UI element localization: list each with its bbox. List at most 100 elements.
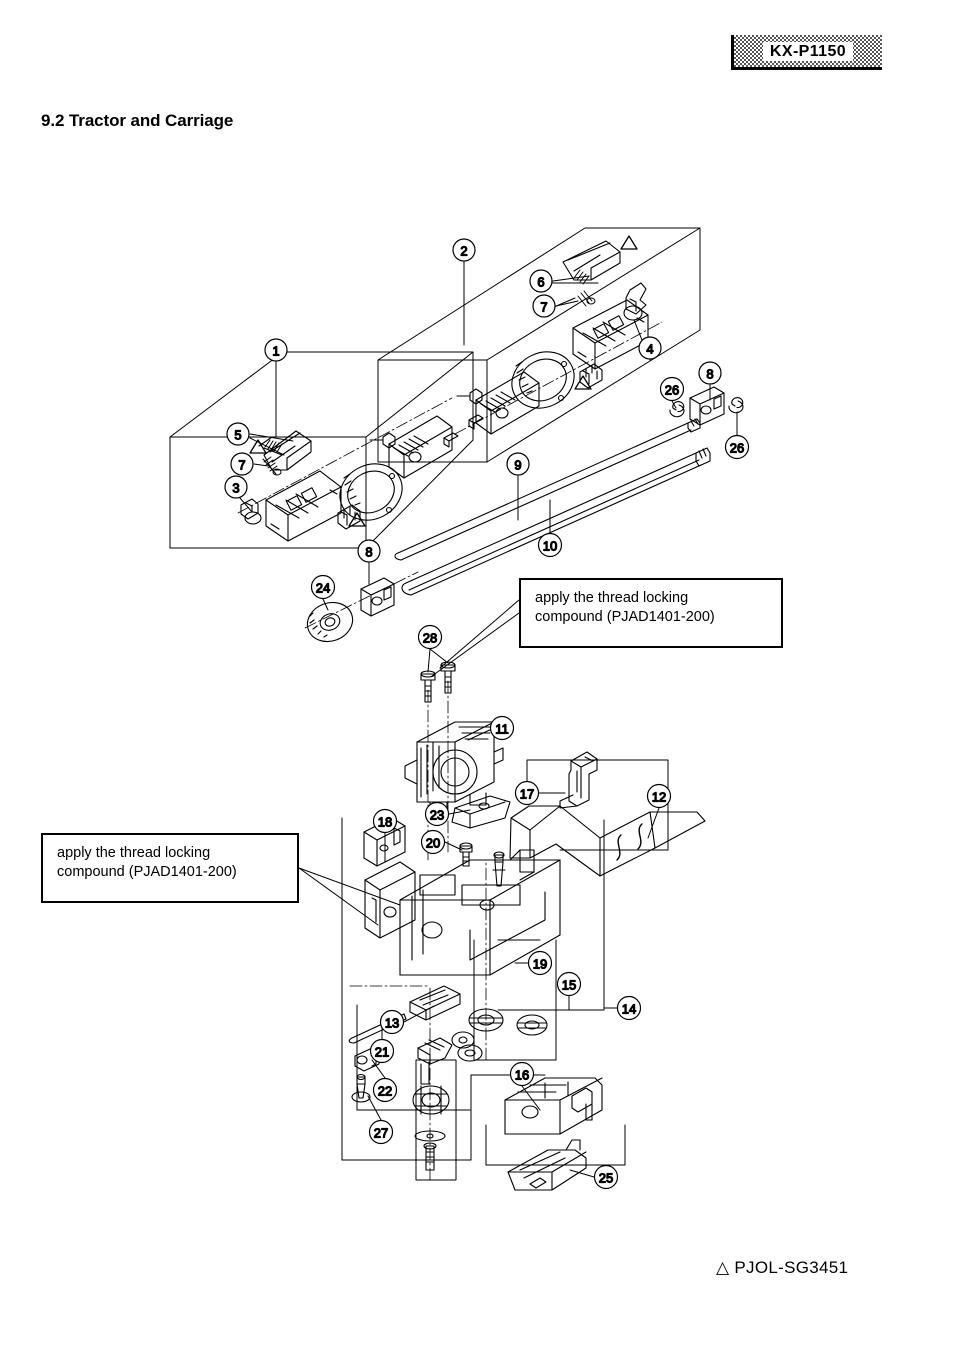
callout-8: 8 [357,539,381,563]
carriage-part-25 [507,1139,587,1191]
sensor-board-13 [409,985,461,1021]
svg-text:3: 3 [232,481,239,496]
callout-5: 5 [226,422,250,446]
callout-12: 12 [646,783,672,809]
bracket-right-8 [689,386,725,426]
svg-text:26: 26 [665,383,679,398]
screws-28 [420,661,456,703]
callout-26b: 26 [724,434,750,460]
carriage-motor-11 [404,721,504,813]
e-clip-26-left [669,401,685,418]
svg-text:25: 25 [599,1171,613,1186]
plate-23 [451,795,511,829]
guide-shaft-9 [394,418,701,561]
idler-gear [412,1085,450,1171]
drive-gear-24 [306,601,354,643]
callout-6: 6 [529,269,553,293]
post-pin [492,851,506,887]
note-lower-line2: compound (PJAD1401-200) [57,864,237,880]
svg-text:26: 26 [730,441,744,456]
note-leader-lines [298,599,520,926]
svg-text:7: 7 [238,458,245,473]
svg-text:16: 16 [515,1068,529,1083]
tractor-unit-right [454,240,663,435]
callout-18: 18 [372,808,398,834]
callout-4: 4 [638,336,662,360]
tractor-right-group-frame [377,227,701,463]
svg-text:8: 8 [706,367,713,382]
callout-bubbles: 1 2 3 4 5 6 7 7 8 8 9 10 11 12 13 14 15 … [224,238,750,1190]
leader-lines [239,261,738,1178]
callout-3: 3 [224,475,248,499]
drawing-number: △ PJOL-SG3451 [716,1258,849,1277]
flex-cable-12 [509,805,706,877]
callout-27: 27 [368,1119,394,1145]
callout-14: 14 [616,995,642,1021]
svg-text:18: 18 [378,815,392,830]
note-callout-upper: apply the thread locking compound (PJAD1… [519,578,783,648]
warning-triangles [249,235,638,527]
note-callout-lower: apply the thread locking compound (PJAD1… [41,833,299,903]
svg-text:5: 5 [234,428,241,443]
svg-text:15: 15 [562,978,576,993]
svg-text:27: 27 [374,1126,388,1141]
bracket-17 [559,751,598,809]
callout-28: 28 [417,624,443,650]
tractor-unit-left [237,397,459,542]
callout-9: 9 [506,452,530,476]
svg-text:23: 23 [430,808,444,823]
callout-7b: 7 [532,294,556,318]
svg-text:8: 8 [365,545,372,560]
svg-text:17: 17 [520,787,534,802]
callout-22: 22 [372,1077,398,1103]
callout-11: 11 [489,715,515,741]
svg-text:1: 1 [272,344,279,359]
model-number-label: KX-P1150 [762,41,854,61]
callout-19: 19 [527,950,553,976]
e-clip-26-right [728,397,744,414]
model-number-badge: KX-P1150 [731,35,882,70]
screw-27 [351,1073,371,1103]
svg-text:22: 22 [378,1084,392,1099]
svg-text:11: 11 [495,722,509,737]
svg-text:19: 19 [533,957,547,972]
svg-text:7: 7 [540,300,547,315]
callout-23: 23 [424,801,450,827]
callout-15: 15 [556,971,582,997]
svg-text:20: 20 [426,836,440,851]
svg-text:28: 28 [423,631,437,646]
callout-21: 21 [369,1038,395,1064]
tractor-left-group-frame [169,351,474,549]
guide-shaft-10 [401,447,711,596]
note-lower-line1: apply the thread locking [57,845,211,861]
callout-26: 26 [659,376,685,402]
carriage-pulleys [451,1008,548,1062]
callout-7: 7 [230,452,254,476]
svg-text:14: 14 [622,1002,636,1017]
note-upper-line2: compound (PJAD1401-200) [535,609,715,625]
callout-25: 25 [593,1164,619,1190]
callout-17: 17 [514,780,540,806]
svg-text:10: 10 [543,539,557,554]
callout-1: 1 [264,338,288,362]
svg-text:6: 6 [537,275,544,290]
callout-20: 20 [420,829,446,855]
carriage-side-plate [364,861,416,939]
svg-text:12: 12 [652,790,666,805]
callout-10: 10 [537,532,563,558]
callout-24: 24 [310,574,336,600]
lever-arm [417,1037,453,1085]
bracket-left-8 [360,577,395,617]
carriage-cover-16 [504,1077,603,1135]
svg-text:24: 24 [316,581,330,596]
carriage-guide-plate-18 [363,817,406,867]
note-upper-line1: apply the thread locking [535,590,689,606]
section-heading: 9.2 Tractor and Carriage [41,111,234,130]
carriage-group-frames [341,817,626,1181]
svg-text:13: 13 [385,1016,399,1031]
callout-13: 13 [379,1009,405,1035]
svg-text:21: 21 [375,1045,389,1060]
svg-text:9: 9 [514,458,521,473]
